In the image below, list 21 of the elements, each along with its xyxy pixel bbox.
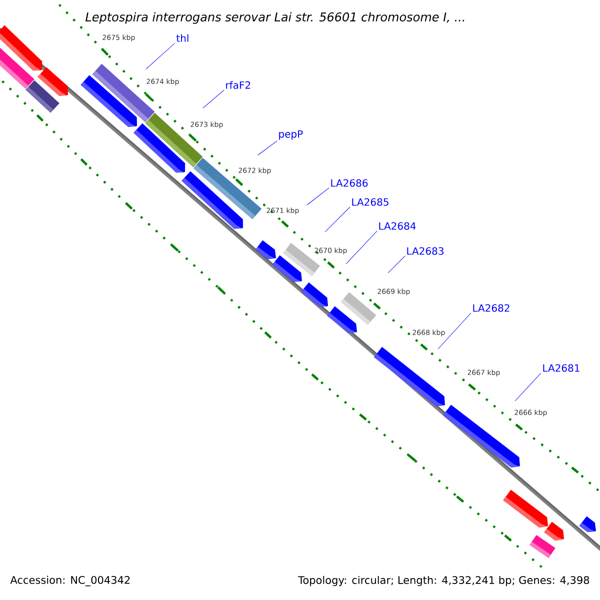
leader-line (514, 372, 542, 402)
leader-line (346, 230, 378, 264)
footer-text: Topology: circular; Length: 4,332,241 bp; Genes: 4,398 (298, 576, 590, 586)
gene-label: LA2683 (407, 247, 444, 255)
gene-label: LA2684 (379, 222, 416, 230)
gene-label: pepP (279, 130, 303, 140)
footer-text: Accession: NC_004342 (10, 576, 130, 586)
leader-line (438, 312, 472, 350)
gene-label: LA2686 (331, 179, 368, 187)
title: Leptospira interrogans serovar Lai str. 56601 chromosome I, ... (86, 12, 464, 24)
leader-line (202, 90, 224, 108)
gene-label: LA2682 (473, 304, 510, 312)
leader-line (258, 140, 278, 156)
gene-label: LA2685 (352, 198, 388, 206)
leader-line (324, 206, 350, 232)
leader-line (388, 256, 406, 274)
leader-line (146, 42, 176, 70)
gene-label: LA2681 (543, 364, 580, 372)
leader-line (306, 188, 330, 206)
gene-label: rfaF2 (226, 81, 250, 89)
gene-label: thl (176, 34, 188, 42)
